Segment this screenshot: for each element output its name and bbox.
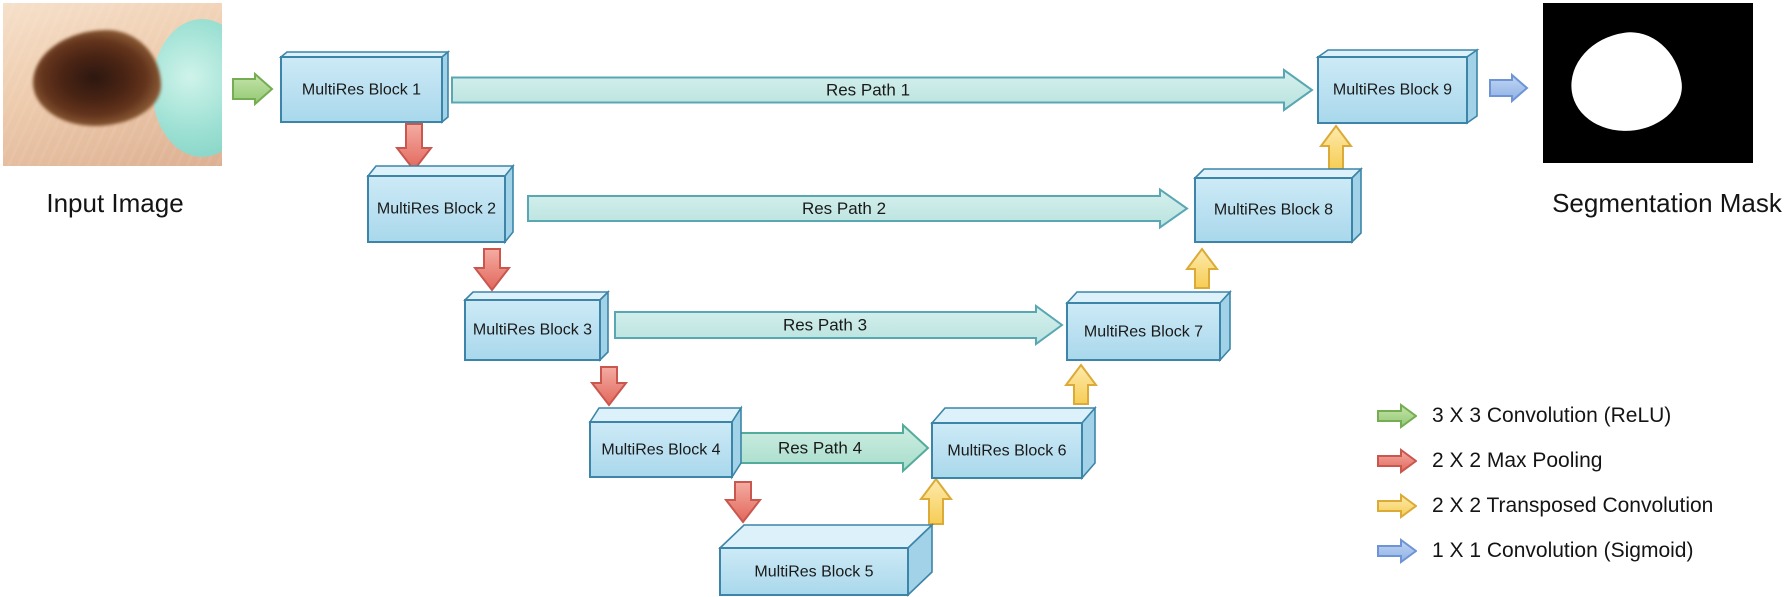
block-top-face (930, 407, 1097, 424)
res-path-4-shape (737, 422, 930, 474)
res-path-4-label: Res Path 4 (778, 439, 862, 458)
input-image (3, 3, 222, 166)
block-right-face (504, 163, 514, 245)
legend-label-transposed: 2 X 2 Transposed Convolution (1432, 494, 1714, 517)
multires-block-7: MultiRes Block 7 (1065, 289, 1232, 363)
res-path-3-label: Res Path 3 (783, 316, 867, 335)
block-2-label: MultiRes Block 2 (377, 201, 496, 218)
block-front-face (719, 547, 909, 596)
block-3-label: MultiRes Block 3 (473, 322, 592, 339)
transposed-conv-arrow-6-7 (1064, 363, 1098, 405)
block-1-label: MultiRes Block 1 (302, 82, 421, 99)
transposed-conv-arrow-5-6 (919, 477, 953, 525)
input-image-caption: Input Image (46, 188, 184, 218)
res-path-3-shape (614, 304, 1064, 346)
res-path-4-arrow: Res Path 4 (737, 422, 930, 474)
block-front-face (589, 421, 733, 478)
skin-lesion (33, 30, 161, 126)
multires-block-4: MultiRes Block 4 (588, 405, 743, 480)
input-conv-arrow (232, 71, 274, 107)
segmentation-mask (1543, 3, 1753, 163)
res-path-1-arrow: Res Path 1 (451, 68, 1314, 112)
res-path-3-arrow: Res Path 3 (614, 304, 1064, 346)
legend-item-transposed: 2 X 2 Transposed Convolution (1377, 492, 1713, 520)
multires-block-8: MultiRes Block 8 (1193, 167, 1363, 244)
legend-item-conv3x3: 3 X 3 Convolution (ReLU) (1377, 402, 1713, 430)
block-front-face (464, 299, 601, 361)
block-front-face (280, 56, 443, 123)
res-path-2-arrow: Res Path 2 (527, 187, 1189, 230)
res-path-1-label: Res Path 1 (826, 81, 910, 100)
block-front-face (1066, 302, 1221, 361)
res-path-2-shape (527, 187, 1189, 230)
multires-block-5: MultiRes Block 5 (718, 523, 934, 597)
block-6-label: MultiRes Block 6 (947, 443, 1066, 460)
max-pooling-arrow-3-4 (589, 366, 629, 407)
block-right-face (1219, 289, 1231, 363)
legend: 3 X 3 Convolution (ReLU) 2 X 2 Max Pooli… (1377, 402, 1713, 582)
block-front-face (1317, 56, 1468, 124)
block-top-face (463, 291, 610, 301)
block-5-label: MultiRes Block 5 (754, 564, 873, 581)
legend-item-maxpool: 2 X 2 Max Pooling (1377, 447, 1713, 475)
blue-arrow-icon (1377, 538, 1417, 564)
block-top-face (1193, 168, 1363, 179)
block-right-face (1351, 167, 1362, 244)
block-9-label: MultiRes Block 9 (1333, 82, 1452, 99)
block-right-face (599, 290, 609, 362)
block-top-face (1065, 291, 1232, 304)
yellow-arrow-icon (1377, 493, 1417, 519)
multires-block-9: MultiRes Block 9 (1315, 48, 1480, 125)
transposed-conv-arrow-8-9 (1319, 124, 1353, 170)
multires-block-3: MultiRes Block 3 (463, 290, 610, 362)
block-top-face (588, 407, 743, 423)
block-front-face (931, 422, 1083, 479)
max-pooling-arrow-4-5 (723, 481, 763, 524)
transposed-conv-arrow-7-8 (1185, 247, 1219, 289)
block-front-face (367, 175, 506, 243)
multires-block-6: MultiRes Block 6 (930, 405, 1097, 481)
block-top-face (366, 165, 515, 177)
block-8-label: MultiRes Block 8 (1214, 202, 1333, 219)
legend-label-conv1x1: 1 X 1 Convolution (Sigmoid) (1432, 539, 1694, 562)
block-top-face (1315, 49, 1480, 58)
green-arrow-icon (1377, 403, 1417, 429)
max-pooling-arrow-2-3 (472, 248, 512, 292)
res-path-2-label: Res Path 2 (802, 199, 886, 218)
max-pooling-arrow-1-2 (394, 123, 434, 172)
red-arrow-icon (1377, 448, 1417, 474)
legend-item-conv1x1: 1 X 1 Convolution (Sigmoid) (1377, 537, 1713, 565)
block-7-label: MultiRes Block 7 (1084, 324, 1203, 341)
multires-block-2: MultiRes Block 2 (366, 163, 515, 245)
res-path-1-shape (451, 68, 1314, 112)
legend-label-conv3x3: 3 X 3 Convolution (ReLU) (1432, 404, 1672, 427)
legend-label-maxpool: 2 X 2 Max Pooling (1432, 449, 1603, 472)
block-right-face (1466, 48, 1478, 125)
block-4-label: MultiRes Block 4 (601, 442, 720, 459)
block-top-face (718, 524, 934, 549)
block-front-face (1194, 177, 1353, 243)
segmentation-mask-caption: Segmentation Mask (1552, 188, 1782, 218)
output-conv-arrow (1489, 72, 1529, 104)
multires-block-1: MultiRes Block 1 (278, 50, 451, 124)
